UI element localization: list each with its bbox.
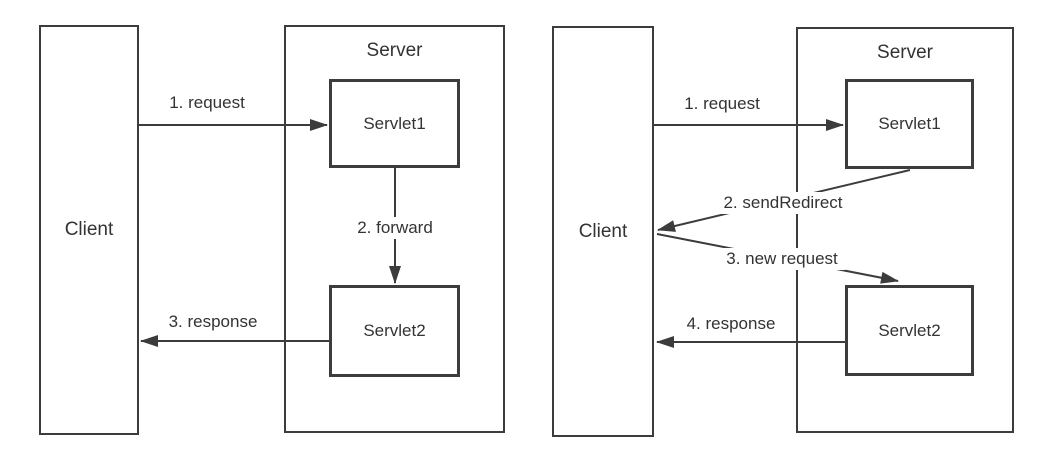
left-forward-label: 2. forward xyxy=(350,217,440,239)
right-client-box: Client xyxy=(552,26,654,437)
right-servlet2-label: Servlet2 xyxy=(878,320,941,340)
left-client-label: Client xyxy=(64,219,114,240)
left-client-box: Client xyxy=(39,25,139,435)
left-servlet1-box: Servlet1 xyxy=(329,79,460,168)
right-server-label: Server xyxy=(877,42,933,63)
left-servlet2-box: Servlet2 xyxy=(329,285,460,377)
left-response-label: 3. response xyxy=(168,312,258,331)
right-servlet1-box: Servlet1 xyxy=(845,79,974,169)
left-server-label: Server xyxy=(366,40,423,61)
right-response-label: 4. response xyxy=(686,314,776,333)
right-servlet2-box: Servlet2 xyxy=(845,285,974,376)
left-request-label: 1. request xyxy=(169,93,245,112)
left-servlet1-label: Servlet1 xyxy=(363,113,426,133)
right-sendredirect-label: 2. sendRedirect xyxy=(716,192,850,214)
right-request-label: 1. request xyxy=(684,94,760,113)
left-servlet2-label: Servlet2 xyxy=(363,321,426,340)
right-servlet1-label: Servlet1 xyxy=(878,114,941,133)
right-newrequest-label: 3. new request xyxy=(719,248,845,270)
right-client-label: Client xyxy=(578,220,628,242)
